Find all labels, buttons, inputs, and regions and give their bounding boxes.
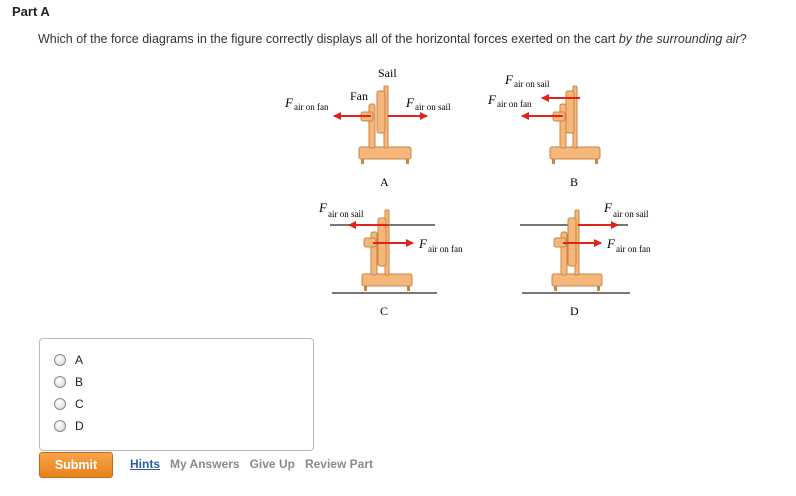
question-suffix: ? — [739, 32, 747, 46]
part-title: Part A — [12, 4, 50, 19]
cart-leg — [406, 159, 409, 164]
force-symbol: F — [405, 95, 415, 110]
force-label-air-on-sail: air on sail — [613, 209, 649, 219]
force-label-air-on-fan: air on fan — [616, 244, 651, 254]
fan-label: Fan — [350, 89, 368, 103]
radio-button[interactable] — [54, 398, 66, 410]
force-label-air-on-fan: air on fan — [428, 244, 463, 254]
choice-d[interactable]: D — [54, 418, 84, 434]
force-label-air-on-fan: air on fan — [294, 102, 329, 112]
cart-leg — [595, 159, 598, 164]
diagram-label-a: A — [380, 175, 389, 189]
action-links: Hints My Answers Give Up Review Part — [130, 457, 373, 471]
force-symbol: F — [487, 92, 497, 107]
diagram-b: F air on sail F air on fan B — [487, 72, 628, 226]
review-part-link[interactable]: Review Part — [304, 457, 373, 471]
choice-label: C — [75, 397, 84, 411]
force-diagram-figure: Sail Fan F air on fan F air on sail A — [275, 60, 665, 325]
choice-c[interactable]: C — [54, 396, 84, 412]
fan-post — [368, 103, 376, 149]
cart-leg — [361, 159, 364, 164]
force-symbol: F — [318, 200, 328, 215]
cart-base — [358, 146, 412, 160]
cart-leg — [552, 159, 555, 164]
force-symbol: F — [606, 236, 616, 251]
choice-label: D — [75, 419, 84, 433]
radio-button[interactable] — [54, 376, 66, 388]
choice-a[interactable]: A — [54, 352, 83, 368]
cart-base — [549, 146, 601, 160]
question-emphasis: by the surrounding air — [618, 32, 740, 46]
cart-leg — [364, 286, 367, 291]
cart-base — [551, 273, 603, 287]
choice-label: A — [75, 353, 84, 367]
hints-link[interactable]: Hints — [130, 457, 160, 471]
sail — [376, 90, 386, 134]
fan-post — [559, 103, 567, 149]
diagram-label-b: B — [570, 175, 578, 189]
force-symbol: F — [603, 200, 613, 215]
diagram-label-d: D — [570, 304, 579, 318]
force-label-air-on-sail: air on sail — [328, 209, 364, 219]
force-label-air-on-fan: air on fan — [497, 99, 532, 109]
cart-base — [361, 273, 413, 287]
radio-button[interactable] — [54, 420, 66, 432]
force-label-air-on-sail: air on sail — [415, 102, 451, 112]
question-text: Which of the force diagrams in the figur… — [38, 32, 747, 46]
submit-button[interactable]: Submit — [39, 452, 113, 478]
radio-button[interactable] — [54, 354, 66, 366]
cart-leg — [407, 286, 410, 291]
cart-leg — [554, 286, 557, 291]
diagram-c: F air on sail F air on fan C — [318, 200, 463, 318]
force-diagrams-svg: Sail Fan F air on fan F air on sail A — [284, 66, 651, 318]
force-symbol: F — [418, 236, 428, 251]
sail-label: Sail — [378, 66, 397, 80]
answer-choices-box: A B C D — [39, 338, 314, 451]
choice-label: B — [75, 375, 84, 389]
diagram-a: Sail Fan F air on fan F air on sail A — [284, 66, 451, 226]
question-main: Which of the force diagrams in the figur… — [38, 32, 619, 46]
cart-leg — [597, 286, 600, 291]
force-symbol: F — [504, 72, 514, 87]
choice-b[interactable]: B — [54, 374, 83, 390]
force-label-air-on-sail: air on sail — [514, 79, 550, 89]
give-up-link[interactable]: Give Up — [249, 457, 295, 471]
sail — [565, 90, 575, 134]
force-symbol: F — [284, 95, 294, 110]
diagram-d: F air on sail F air on fan D — [522, 200, 651, 318]
diagram-label-c: C — [380, 304, 388, 318]
my-answers-link[interactable]: My Answers — [170, 457, 240, 471]
